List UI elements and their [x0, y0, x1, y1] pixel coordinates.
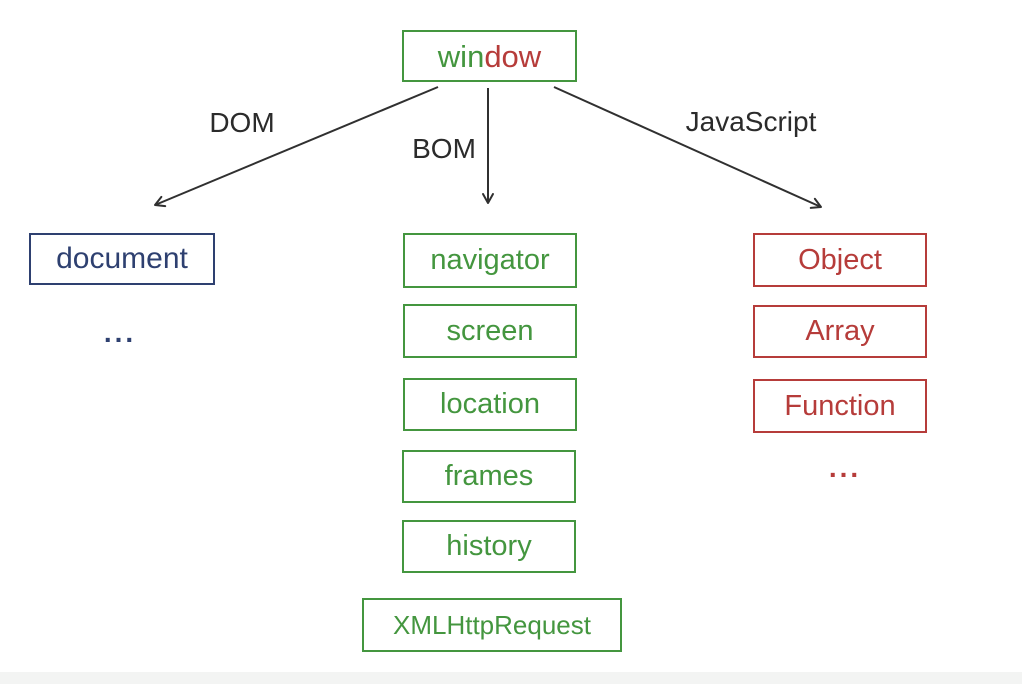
node-function: Function [753, 379, 927, 433]
branch-label-dom: DOM [209, 107, 275, 138]
node-history: history [402, 520, 576, 573]
dom-column-ellipsis: ... [103, 317, 137, 348]
window-label-green-part: win [437, 38, 485, 74]
js-column-ellipsis: ... [828, 452, 862, 483]
arrow-dom [154, 86, 439, 208]
node-object: Object [753, 233, 927, 287]
node-xmlhttprequest: XMLHttpRequest [362, 598, 622, 652]
branch-label-bom: BOM [412, 133, 476, 164]
arrow-javascript [553, 86, 822, 209]
window-label-red-part: dow [484, 38, 542, 74]
bottom-edge-strip [0, 672, 1022, 684]
branch-label-javascript: JavaScript [685, 106, 817, 137]
node-frames: frames [402, 450, 576, 503]
node-screen: screen [403, 304, 577, 358]
node-array: Array [753, 305, 927, 358]
node-navigator: navigator [403, 233, 577, 288]
node-document: document [29, 233, 215, 285]
node-location: location [403, 378, 577, 431]
